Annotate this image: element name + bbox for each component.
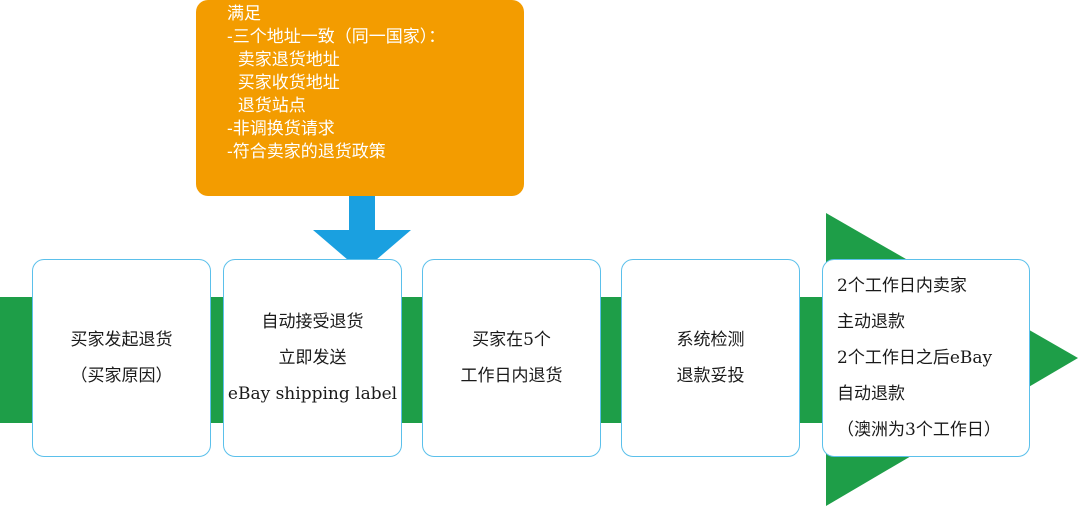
callout-line: 卖家退货地址 xyxy=(227,50,340,70)
step-refund: 2个工作日内卖家 主动退款 2个工作日之后eBay 自动退款 （澳洲为3个工作日… xyxy=(822,259,1030,457)
step-line: 系统检测 xyxy=(676,330,745,350)
step-line: eBay shipping label xyxy=(227,384,398,404)
step-line: （买家原因） xyxy=(70,366,173,386)
step-line: 2个工作日内卖家 xyxy=(837,276,967,296)
callout-line: 退货站点 xyxy=(227,96,306,116)
step-line: 2个工作日之后eBay xyxy=(837,348,993,368)
step-line: （澳洲为3个工作日） xyxy=(837,420,1001,440)
callout-line: -三个地址一致（同一国家）： xyxy=(227,27,446,47)
callout-line: 满足 xyxy=(227,4,261,24)
step-line: 买家发起退货 xyxy=(70,330,173,350)
step-line: 主动退款 xyxy=(837,312,905,332)
step-line: 工作日内退货 xyxy=(460,366,563,386)
step-line: 自动接受退货 xyxy=(261,312,364,332)
callout-line: 买家收货地址 xyxy=(227,73,340,93)
step-line: 退款妥投 xyxy=(676,366,745,386)
step-line: 立即发送 xyxy=(278,348,347,368)
step-buyer-returns-item: 买家在5个 工作日内退货 xyxy=(422,259,601,457)
step-line: 买家在5个 xyxy=(472,330,551,350)
callout-line: -非调换货请求 xyxy=(227,119,335,139)
conditions-callout: 满足 -三个地址一致（同一国家）： 卖家退货地址 买家收货地址 退货站点 -非调… xyxy=(196,0,524,196)
step-system-detects-delivery: 系统检测 退款妥投 xyxy=(621,259,800,457)
callout-line: -符合卖家的退货政策 xyxy=(227,142,386,162)
step-line: 自动退款 xyxy=(837,384,905,404)
step-buyer-initiates-return: 买家发起退货 （买家原因） xyxy=(32,259,211,457)
step-auto-accept-return: 自动接受退货 立即发送 eBay shipping label xyxy=(223,259,402,457)
